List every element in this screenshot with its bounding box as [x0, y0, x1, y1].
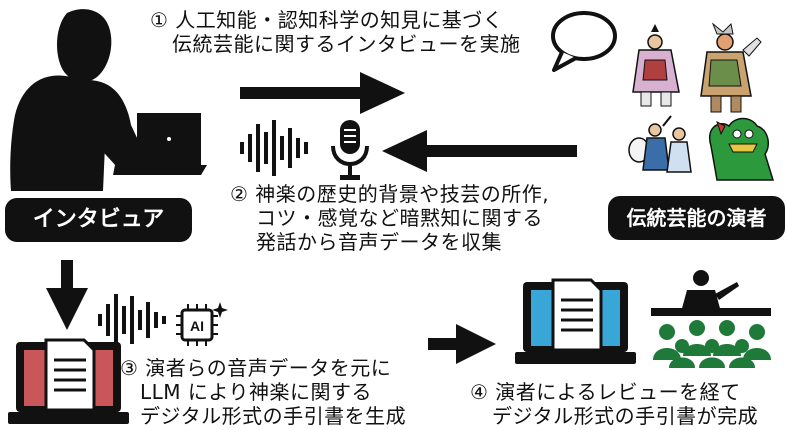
arrow-right-icon: [240, 72, 405, 114]
step2-line3: 発話から音声データを収集: [256, 230, 502, 254]
laptop-red-icon: [8, 338, 129, 424]
sound-wave-2-icon: [98, 294, 166, 346]
step3-line2: LLM により神楽に関する: [140, 380, 372, 404]
interviewer-label: インタビュア: [5, 198, 192, 242]
step3-line1: ③ 演者らの音声データを元に: [120, 356, 392, 380]
arrow-down-icon: [46, 260, 88, 330]
audience-icon: [651, 270, 771, 368]
step4-line1: ④ 演者によるレビューを経て: [470, 380, 741, 404]
ai-chip-icon: AI: [176, 302, 228, 346]
ai-chip-label: AI: [190, 318, 204, 334]
arrow-left-icon: [382, 130, 577, 172]
performers-illustration: [628, 22, 775, 181]
interviewer-figure: [10, 9, 207, 191]
step2-line2: コツ・感覚など暗黙知に関する: [256, 206, 543, 230]
arrow-right-2-icon: [428, 324, 496, 364]
step3-line3: デジタル形式の手引書を生成: [140, 404, 407, 428]
step4-line2: デジタル形式の手引書が完成: [492, 404, 759, 428]
sound-wave-icon: [240, 120, 308, 176]
laptop-blue-icon: [515, 278, 636, 364]
speech-bubble-icon: [551, 11, 617, 72]
step1-line2: 伝統芸能に関するインタビューを実施: [172, 32, 521, 56]
step2-line1: ② 神楽の歴史的背景や技芸の所作,: [230, 182, 550, 206]
microphone-icon: [331, 120, 369, 180]
performers-label: 伝統芸能の演者: [608, 196, 785, 240]
step1-line1: ① 人工知能・認知科学の知見に基づく: [150, 8, 504, 32]
